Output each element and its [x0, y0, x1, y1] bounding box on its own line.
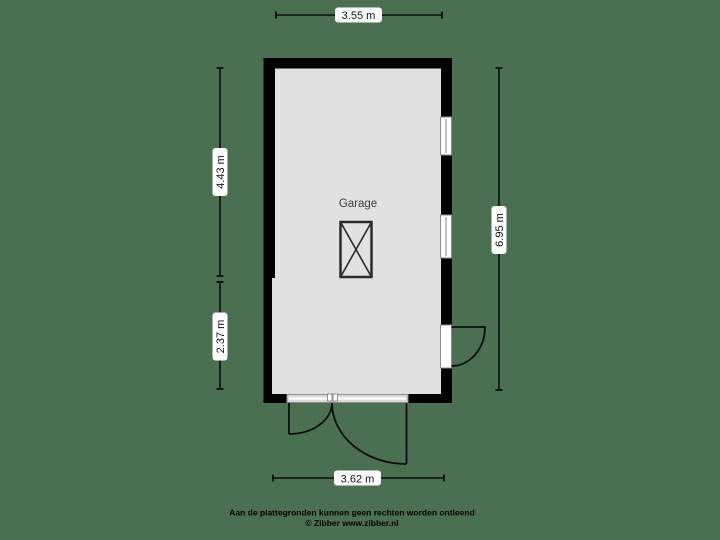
- right-door-swing-arc: [331, 402, 408, 465]
- object-outline: [339, 220, 373, 279]
- footer: Aan de plattegronden kunnen geen rechten…: [229, 508, 475, 529]
- dimension-label-box: [212, 148, 228, 196]
- window-icon: [440, 116, 452, 156]
- garage-room: Garage: [263, 58, 486, 465]
- dimension-bottom: 3.62 m: [272, 470, 445, 486]
- garage-floor: [272, 68, 441, 394]
- dimension-top: 3.55 m: [275, 7, 443, 23]
- door-icon: [440, 324, 486, 369]
- dimension-label: 2.37 m: [215, 320, 227, 354]
- dimension-left-lower: 2.37 m: [212, 281, 228, 390]
- left-door-swing-arc: [288, 402, 333, 435]
- object-cross-line: [339, 221, 373, 278]
- room-label: Garage: [339, 198, 377, 210]
- footer-disclaimer: Aan de plattegronden kunnen geen rechten…: [229, 508, 475, 518]
- door-leaf: [440, 324, 452, 369]
- dimension-label-box: [491, 206, 507, 254]
- dimension-label: 4.43 m: [215, 155, 227, 189]
- door-swing-arc: [451, 326, 486, 367]
- door-hinge: [332, 393, 338, 402]
- dimension-right: 6.95 m: [491, 67, 507, 391]
- window-icon: [440, 214, 452, 259]
- dimension-label-box: [212, 312, 228, 361]
- footer-credit: © Zibber www.zibber.nl: [305, 518, 398, 528]
- object-symbol: [339, 220, 373, 279]
- dimension-label-box: [335, 7, 382, 23]
- double-door-icon: [286, 393, 409, 465]
- dimension-label-box: [334, 470, 381, 486]
- dimension-left-upper: 4.43 m: [212, 67, 228, 277]
- door-hinge: [327, 393, 333, 402]
- dimension-label: 6.95 m: [494, 213, 506, 247]
- dimension-label: 3.55 m: [342, 10, 376, 22]
- dimension-label: 3.62 m: [341, 474, 375, 486]
